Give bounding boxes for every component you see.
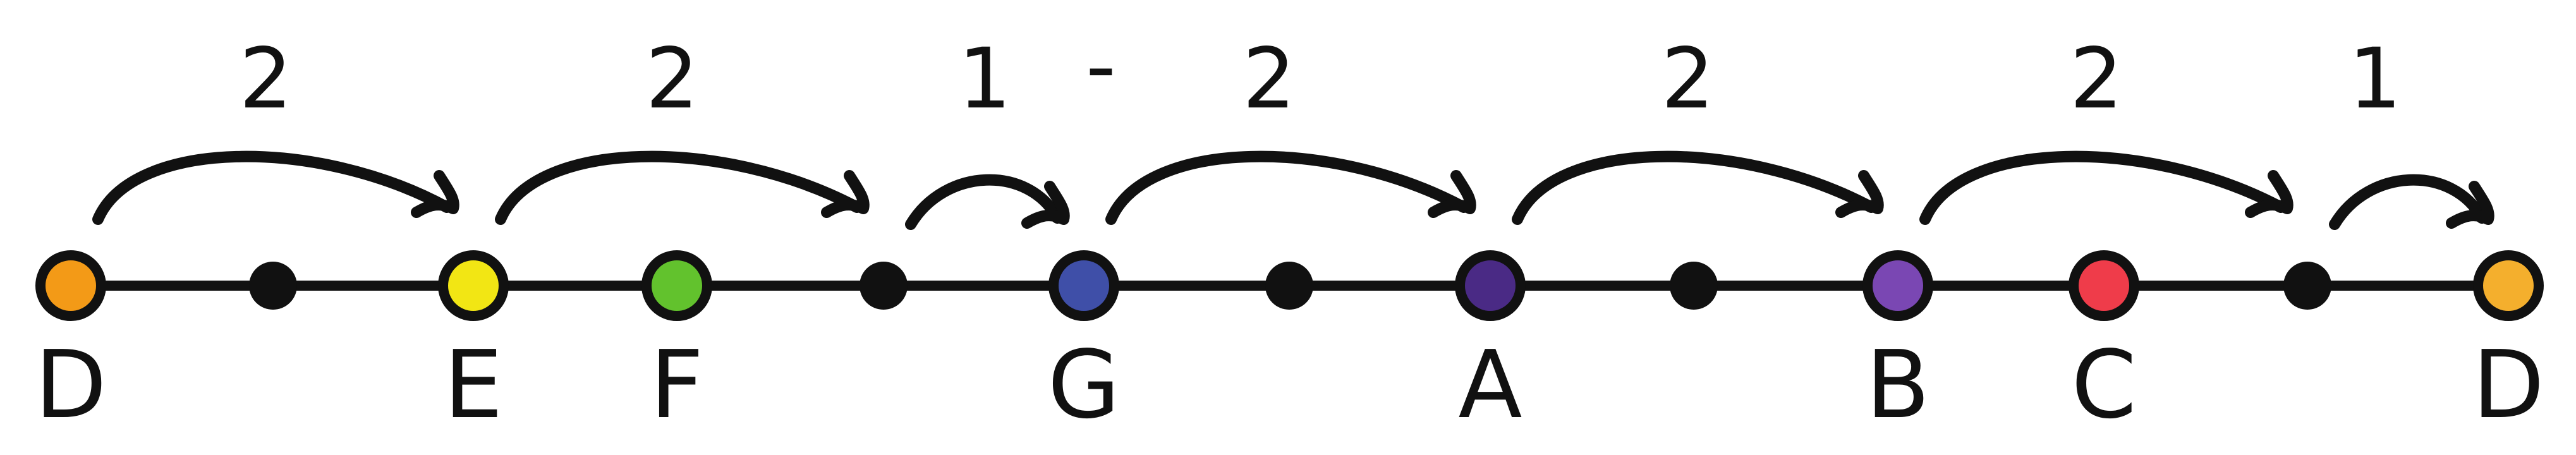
note-letter-f-4: F [650,331,703,439]
interval-label-6: 2 [1662,30,1715,128]
interval-arrowhead-7 [2245,170,2293,218]
note-dot-a-8 [1455,250,1526,321]
note-dot-d-1 [35,250,106,321]
interval-arrowhead-3 [1021,181,1070,229]
interval-label-1: 2 [240,30,293,128]
interval-arrowhead-1 [411,170,459,218]
interval-label-5: 2 [1242,30,1296,128]
interval-arc-6 [1512,150,1877,225]
passing-dot-5 [860,262,908,310]
passing-dot-9 [1670,262,1718,310]
note-dot-g-6 [1048,250,1119,321]
note-letter-c-11: C [2071,331,2136,439]
note-dot-b-10 [1862,250,1933,321]
note-letter-b-10: B [1866,331,1930,439]
note-dot-d-13 [2473,250,2544,321]
interval-arrowhead-8 [2446,181,2494,229]
interval-label-2: 2 [646,30,699,128]
interval-arc-3 [905,174,1063,230]
passing-dot-7 [1265,262,1313,310]
interval-arc-7 [1919,150,2287,225]
note-dot-f-4 [641,250,712,321]
interval-arc-1 [92,150,453,225]
passing-dot-2 [249,262,297,310]
interval-arrowhead-2 [821,170,870,218]
note-dot-c-11 [2069,250,2139,321]
note-dot-layer [35,250,2544,321]
note-letter-e-3: E [444,331,503,439]
interval-arrowhead-5 [1428,170,1476,218]
interval-label-8: 1 [2348,30,2402,128]
interval-label-7: 2 [2070,30,2123,128]
interval-label-4: - [1086,18,1116,115]
note-letter-a-8: A [1458,331,1522,439]
note-dot-e-3 [438,250,509,321]
note-letter-g-6: G [1048,331,1121,439]
interval-arrowhead-6 [1835,170,1884,218]
note-letter-d-1: D [35,331,107,439]
note-letter-d-13: D [2472,331,2544,439]
passing-dot-12 [2283,262,2331,310]
interval-label-3: 1 [958,30,1011,128]
interval-arc-8 [2329,174,2488,230]
interval-arc-5 [1105,150,1469,225]
interval-arc-2 [495,150,863,225]
